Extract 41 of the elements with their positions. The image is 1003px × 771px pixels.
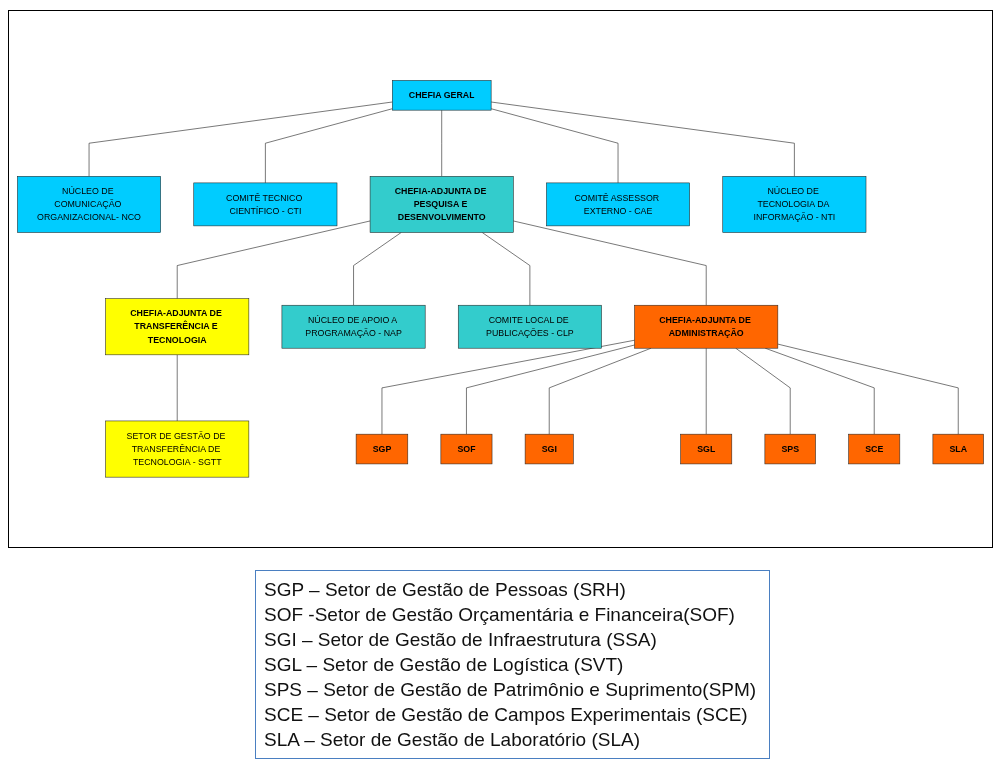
node-box [355, 434, 409, 465]
connector [176, 220, 371, 300]
note-text: SGL – Setor de Gestão de Logística (SVT) [264, 653, 625, 677]
connector [513, 220, 707, 306]
node-box [932, 434, 984, 465]
connector [490, 108, 619, 184]
connector [176, 354, 178, 422]
node-box [105, 420, 250, 478]
node-box [392, 80, 492, 111]
connector [265, 108, 393, 184]
note-text: SCE – Setor de Gestão de Campos Experimentais (SCE) [264, 703, 749, 727]
node-box [457, 305, 602, 349]
node-box [524, 434, 574, 465]
note-text: SGI – Setor de Gestão de Infraestrutura (SSA) [264, 628, 658, 652]
connector [381, 340, 635, 435]
org-chart: CHEFIA GERAL NÚCLEO DE COMUNICAÇÃO ORGANIZACIONAL- NCO COMITÊ TECNICO CIENTÍFICO - CTI CHEFIA-ADJUNTA DE PESQUISA E DESENVOLVIMENTO COMITÊ ASSESSOR EXTERNO - CAE NÚCLEO DE TECNOLOGIA DA INFORMAÇÃO - NTI CHEFIA-ADJUNTA DE TRANSFERÊNCIA E TECNOLOGIA SETOR DE GESTÃO DE TRANSFERÊNCIA DE TECNOLOGIA - SGTT NÚCLEO DE APOIO A PROGRAMAÇÃO - NAP COMITE LOCAL DE PUBLICAÇÕES - CLP CHEFIA-ADJUNTA DE ADMINISTRAÇÃO SGP SOF SGI SGL SPS SCE SLA [13, 76, 988, 482]
note-text: SPS – Setor de Gestão de Patrimônio e Suprimento(SPM) [264, 678, 758, 702]
node-box [281, 305, 426, 349]
connector [353, 232, 402, 306]
note-text: SGP – Setor de Gestão de Pessoas (SRH) [264, 578, 627, 602]
connector [490, 101, 795, 177]
node-box [193, 182, 338, 227]
node-box [680, 434, 733, 465]
connector [466, 344, 635, 435]
note-text: SLA – Setor de Gestão de Laboratório (SLA) [264, 728, 641, 752]
node-box [722, 176, 867, 233]
node-box [17, 176, 161, 233]
node-box [546, 182, 690, 227]
connector [705, 348, 707, 435]
note-text: SOF -Setor de Gestão Orçamentária e Financeira(SOF) [264, 603, 736, 627]
node-box [764, 434, 816, 465]
connector [88, 101, 393, 177]
node-box [369, 176, 514, 233]
node-box [105, 298, 250, 356]
node-box [440, 434, 493, 465]
node-box [848, 434, 901, 465]
node-box [634, 305, 779, 349]
connector [735, 348, 791, 435]
connector [441, 110, 443, 177]
connector [481, 232, 531, 306]
connector [777, 344, 959, 435]
